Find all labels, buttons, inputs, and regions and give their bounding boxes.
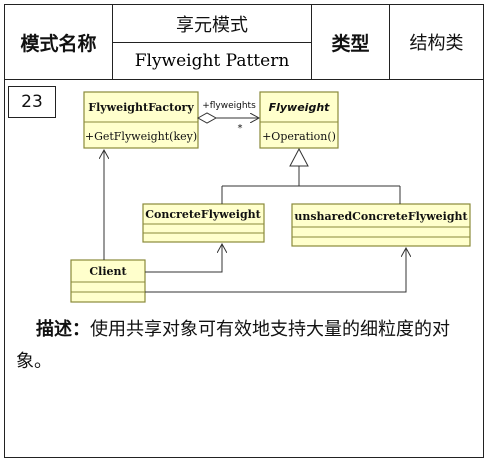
description-label: 描述： (36, 319, 90, 340)
factory-name: FlyweightFactory (88, 101, 194, 114)
type-label-cell: 类型 (312, 5, 390, 79)
class-flyweight: Flyweight +Operation() (259, 91, 339, 149)
association-multiplicity: * (238, 123, 243, 134)
dependency-client-concrete (145, 244, 222, 273)
class-client: Client (70, 259, 146, 303)
unshared-name: unsharedConcreteFlyweight (294, 210, 468, 223)
flyweight-name: Flyweight (269, 101, 331, 114)
concrete-name: ConcreteFlyweight (145, 208, 261, 221)
description-text: 使用共享对象可有效地支持大量的细粒度的对象。 (16, 319, 450, 372)
factory-method: +GetFlyweight(key) (85, 130, 197, 143)
name-label: 模式名称 (20, 32, 97, 55)
class-concrete-flyweight: ConcreteFlyweight (142, 203, 265, 243)
pattern-number: 23 (8, 86, 56, 118)
class-flyweight-factory: FlyweightFactory +GetFlyweight(key) (83, 91, 199, 149)
flyweight-method: +Operation() (262, 130, 336, 143)
dependency-client-unshared (145, 248, 406, 293)
class-unshared-flyweight: unsharedConcreteFlyweight (291, 203, 471, 247)
association-role: +flyweights (202, 101, 256, 111)
pattern-en-name: Flyweight Pattern (134, 50, 290, 71)
generalization-flyweight (221, 147, 401, 204)
pattern-cn-name: 享元模式 (113, 5, 311, 43)
association-flyweights: +flyweights * (196, 101, 259, 134)
name-label-cell: 模式名称 (5, 5, 113, 79)
header-table: 模式名称 享元模式 Flyweight Pattern 类型 结构类 (5, 5, 483, 80)
client-name: Client (89, 265, 127, 278)
pattern-name-cell: 享元模式 Flyweight Pattern (113, 5, 312, 79)
type-value-cell: 结构类 (390, 5, 483, 79)
type-value: 结构类 (409, 33, 464, 54)
pattern-card: 模式名称 享元模式 Flyweight Pattern 类型 结构类 (4, 4, 484, 458)
type-label: 类型 (331, 32, 370, 55)
description: 描述：使用共享对象可有效地支持大量的细粒度的对象。 (16, 314, 466, 378)
